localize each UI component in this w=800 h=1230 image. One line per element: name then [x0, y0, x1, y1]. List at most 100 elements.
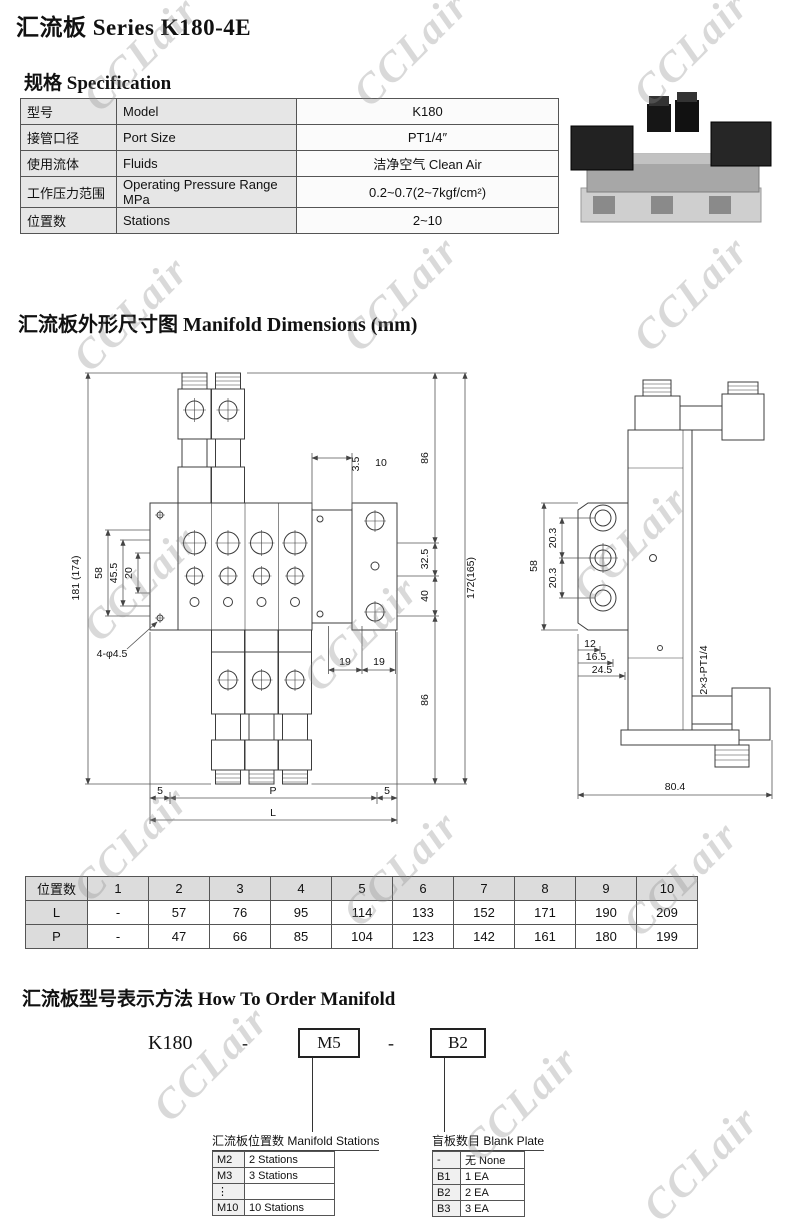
- cell: 76: [209, 900, 271, 925]
- spec-label-en: Stations: [116, 207, 297, 234]
- dim-label: 45.5: [108, 563, 120, 584]
- dim-label: 19: [339, 656, 351, 668]
- cell: -: [87, 924, 149, 949]
- spec-table: 型号 Model K180 接管口径 Port Size PT1/4″ 使用流体…: [20, 98, 559, 234]
- stations-legend-table: M2 2 Stations M3 3 Stations ⋮ M10 10 Sta…: [212, 1151, 335, 1216]
- cell: 66: [209, 924, 271, 949]
- cell: 47: [148, 924, 210, 949]
- spec-label-en: Operating Pressure Range MPa: [116, 176, 297, 208]
- code-cell: M3: [212, 1167, 245, 1184]
- code-cell: B2: [432, 1184, 461, 1201]
- cell: 85: [270, 924, 332, 949]
- spec-value: 0.2~0.7(2~7kgf/cm²): [296, 176, 559, 208]
- manifold-drawing: 181 (174) 58 45.5 20 4-φ4.5 3.5 10 86 32…: [70, 372, 773, 824]
- dimensions-heading: 汇流板外形尺寸图 Manifold Dimensions (mm): [18, 314, 418, 336]
- spec-label-en: Fluids: [116, 150, 297, 177]
- dim-label: 10: [375, 457, 387, 469]
- header-cell: 2: [148, 876, 210, 901]
- dim-label: P: [269, 785, 276, 797]
- spec-label-cn: 位置数: [20, 207, 117, 234]
- cell: 142: [453, 924, 515, 949]
- spec-heading: 规格 Specification: [24, 73, 172, 94]
- watermark: CCLair: [624, 227, 759, 361]
- front-view: 181 (174) 58 45.5 20 4-φ4.5 3.5 10 86 32…: [70, 372, 477, 824]
- watermark: CCLair: [144, 997, 279, 1131]
- order-blank-code-box: B2: [430, 1028, 486, 1058]
- dimension-table-header: 位置数 1 2 3 4 5 6 7 8 9 10: [25, 876, 698, 901]
- dim-label: 3.5: [350, 457, 362, 472]
- dim-label: 58: [93, 567, 105, 579]
- desc-cell: 1 EA: [460, 1168, 525, 1185]
- dim-label: 58: [528, 560, 540, 572]
- dim-label: 12: [584, 638, 596, 650]
- dim-label: 5: [157, 785, 163, 797]
- cell: 199: [636, 924, 698, 949]
- spec-label-cn: 型号: [20, 98, 117, 125]
- dim-label: 20.3: [547, 568, 559, 589]
- spec-label-en: Model: [116, 98, 297, 125]
- dim-label: 4-φ4.5: [97, 648, 128, 660]
- cell: 180: [575, 924, 637, 949]
- cell: 171: [514, 900, 576, 925]
- cell: 209: [636, 900, 698, 925]
- dim-label: 5: [384, 785, 390, 797]
- spec-label-cn: 使用流体: [20, 150, 117, 177]
- header-cell: 8: [514, 876, 576, 901]
- dim-label: 19: [373, 656, 385, 668]
- order-dash: -: [242, 1033, 248, 1053]
- table-row-P: P - 47 66 85 104 123 142 161 180 199: [25, 924, 698, 949]
- code-cell: B3: [432, 1200, 461, 1217]
- dim-label: 20.3: [547, 528, 559, 549]
- header-cell: 9: [575, 876, 637, 901]
- watermark: CCLair: [634, 1097, 769, 1230]
- dimension-table: 位置数 1 2 3 4 5 6 7 8 9 10 L - 57 76 95 11…: [25, 876, 698, 949]
- row-label: L: [25, 900, 88, 925]
- order-heading: 汇流板型号表示方法 How To Order Manifold: [22, 989, 396, 1010]
- connector-line: [444, 1058, 445, 1132]
- stations-legend-title: 汇流板位置数 Manifold Stations: [212, 1132, 380, 1151]
- dim-label: 86: [419, 452, 431, 464]
- dim-label: 2×3-PT1/4: [698, 645, 710, 694]
- header-cell: 1: [87, 876, 149, 901]
- dim-label: 32.5: [419, 549, 431, 570]
- header-cell: 5: [331, 876, 393, 901]
- code-cell: ⋮: [212, 1183, 245, 1200]
- desc-cell: 3 EA: [460, 1200, 525, 1217]
- connector-line: [312, 1058, 313, 1132]
- dim-label: 24.5: [592, 664, 613, 676]
- watermark: CCLair: [334, 227, 469, 361]
- spec-row-port-size: 接管口径 Port Size PT1/4″: [20, 124, 559, 151]
- header-cell: 4: [270, 876, 332, 901]
- spec-label-cn: 接管口径: [20, 124, 117, 151]
- dim-label: 40: [419, 590, 431, 602]
- table-row-L: L - 57 76 95 114 133 152 171 190 209: [25, 900, 698, 925]
- dim-label: 16.5: [586, 651, 607, 663]
- spec-row-model: 型号 Model K180: [20, 98, 559, 125]
- side-view: 58 20.3 20.3 12 16.5 24.5 2×3-PT1/4 80.4: [528, 379, 773, 799]
- spec-label-cn: 工作压力范围: [20, 176, 117, 208]
- header-cell: 3: [209, 876, 271, 901]
- code-cell: M2: [212, 1151, 245, 1168]
- desc-cell: 2 EA: [460, 1184, 525, 1201]
- dim-label: 20: [123, 567, 135, 579]
- page-title: 汇流板 Series K180-4E: [16, 15, 252, 40]
- cell: 95: [270, 900, 332, 925]
- dim-label: 80.4: [665, 781, 686, 793]
- dim-label: 172(165): [465, 557, 477, 599]
- spec-row-stations: 位置数 Stations 2~10: [20, 207, 559, 234]
- spec-value: PT1/4″: [296, 124, 559, 151]
- blank-plate-legend-title: 盲板数目 Blank Plate: [432, 1132, 545, 1151]
- cell: 57: [148, 900, 210, 925]
- cell: 104: [331, 924, 393, 949]
- cell: 123: [392, 924, 454, 949]
- header-cell: 6: [392, 876, 454, 901]
- order-station-code-box: M5: [298, 1028, 360, 1058]
- cell: 114: [331, 900, 393, 925]
- spec-row-fluids: 使用流体 Fluids 洁净空气 Clean Air: [20, 150, 559, 177]
- spec-value: 2~10: [296, 207, 559, 234]
- stations-legend: 汇流板位置数 Manifold Stations M2 2 Stations M…: [212, 1132, 380, 1216]
- spec-value: 洁净空气 Clean Air: [296, 150, 559, 177]
- cell: 133: [392, 900, 454, 925]
- blank-plate-legend: 盲板数目 Blank Plate - 无 None B1 1 EA B2 2 E…: [432, 1132, 545, 1217]
